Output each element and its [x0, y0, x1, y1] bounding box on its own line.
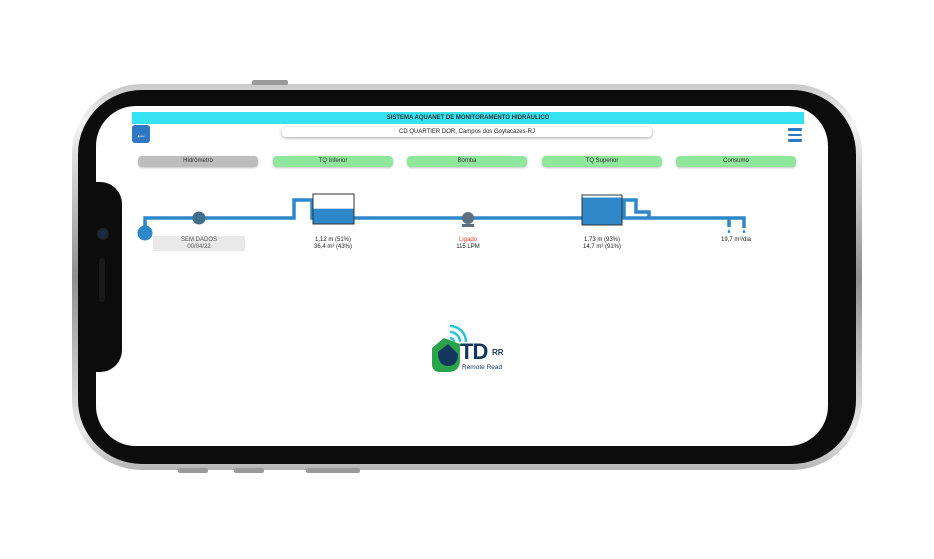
upper-tank-level — [582, 197, 622, 225]
logo-tagline: Remote Read — [462, 364, 503, 371]
phone-notch — [88, 182, 122, 372]
hamburger-menu-icon — [788, 128, 802, 131]
phone-volume-button — [234, 468, 264, 473]
speaker-icon — [99, 258, 105, 302]
lower-tank-volume-text: 36,4 m³ (43%) — [313, 244, 352, 250]
arrow-left-icon: ← — [135, 127, 147, 141]
logo-suffix: RR — [492, 348, 504, 357]
drop-icon — [742, 229, 746, 234]
consumption-value: 19,7 m³/dia — [720, 237, 751, 243]
lower-tank-level-text: 1,12 m (51%) — [314, 237, 351, 243]
lower-tank-icon — [312, 193, 355, 225]
hydrometer-status: SEM DADOS — [180, 237, 217, 243]
phone-power-button — [306, 468, 360, 473]
drop-icon — [727, 229, 731, 234]
lower-tank-level — [313, 208, 354, 224]
logo-brand: TD — [460, 339, 488, 364]
system-title: SISTEMA AQUANET DE MONITORAMENTO HIDRÁUL… — [132, 112, 804, 124]
tab-hidrometro[interactable]: Hidrômetro — [138, 156, 258, 167]
tab-consumo[interactable]: Consumo — [676, 156, 796, 167]
upper-tank-volume-text: 14,7 m³ (91%) — [582, 244, 621, 250]
hydrometer-status-box — [153, 236, 245, 251]
tab-tq-inferior[interactable]: TQ Inferior — [273, 156, 393, 167]
pipe-line — [143, 198, 746, 233]
tab-tq-superior[interactable]: TQ Superior — [542, 156, 662, 167]
phone-side-button — [252, 80, 288, 85]
hydrometer-icon — [137, 225, 153, 241]
tdrr-logo-icon — [432, 324, 468, 372]
pump-status: Ligado — [458, 237, 478, 243]
pump-flow: 115 LPM — [456, 244, 480, 250]
tab-bomba[interactable]: Bomba — [407, 156, 527, 167]
tdrr-logo: TD RR Remote Read — [430, 324, 520, 376]
valve-icon — [192, 211, 206, 225]
camera-icon — [99, 230, 107, 238]
upper-tank-icon — [581, 194, 623, 226]
phone-volume-button — [178, 468, 208, 473]
hydrometer-date: 00/04/22 — [187, 244, 211, 250]
hydraulic-diagram — [137, 193, 746, 241]
upper-tank-level-text: 1,73 m (93%) — [583, 237, 620, 243]
menu-button[interactable] — [788, 128, 802, 142]
location-title: CD QUARTIER DOR, Campos dos Goytacazes-R… — [282, 127, 652, 137]
app-screen: SISTEMA AQUANET DE MONITORAMENTO HIDRÁUL… — [96, 106, 828, 446]
back-button[interactable]: ← — [132, 125, 150, 143]
pump-icon — [462, 212, 474, 227]
